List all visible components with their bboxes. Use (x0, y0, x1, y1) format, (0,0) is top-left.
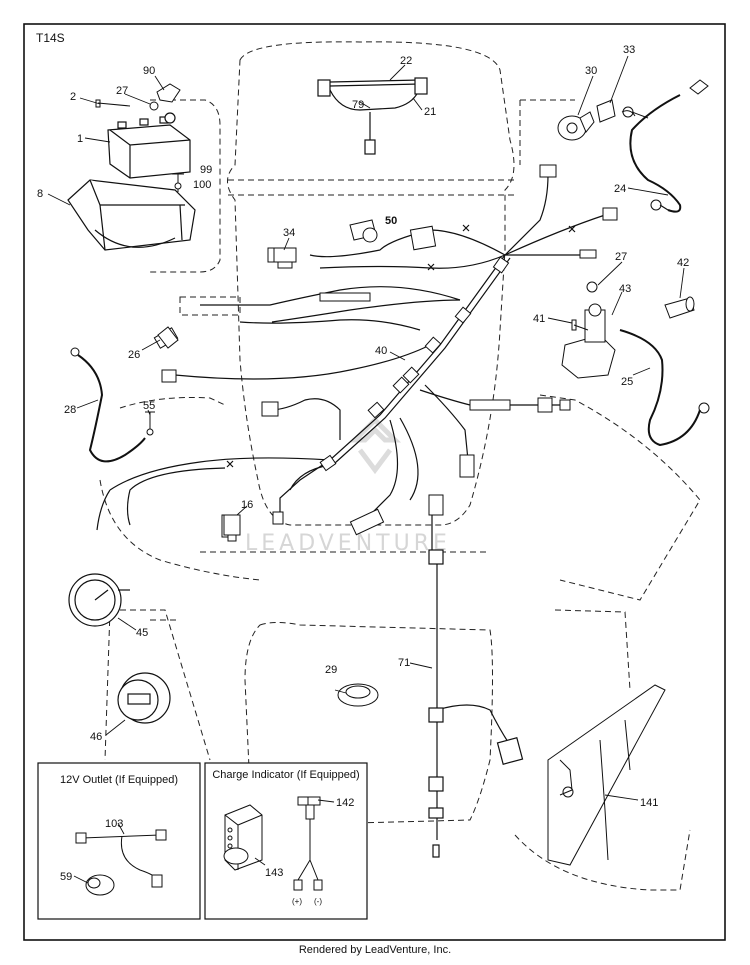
label-29: 29 (325, 664, 337, 676)
label-27a: 27 (116, 85, 128, 97)
label-30: 30 (585, 65, 597, 77)
harness-sleeves (319, 256, 571, 472)
label-50: 50 (385, 215, 397, 227)
battery-tray (67, 179, 196, 251)
footer-credit: Rendered by LeadVenture, Inc. (298, 944, 452, 956)
seat-harness-141 (547, 684, 666, 866)
label-141: 141 (640, 797, 658, 809)
label-28: 28 (64, 404, 76, 416)
ignition-switch (557, 111, 595, 141)
fuse (157, 326, 179, 349)
label-41: 41 (533, 313, 545, 325)
label-90: 90 (143, 65, 155, 77)
battery-cable-24 (621, 79, 709, 213)
charge-title: Charge Indicator (If Equipped) (212, 769, 359, 781)
label-79: 79 (352, 99, 364, 111)
label-42: 42 (677, 257, 689, 269)
label-16: 16 (241, 499, 253, 511)
diagram-frame (23, 23, 726, 941)
diagram-code: T14S (36, 31, 65, 45)
label-34: 34 (283, 227, 295, 239)
starter-solenoid (561, 281, 616, 379)
label-33: 33 (623, 44, 635, 56)
label-45: 45 (136, 627, 148, 639)
label-43: 43 (619, 283, 631, 295)
connector-16 (223, 514, 241, 542)
negative-label: (-) (314, 897, 322, 906)
label-142: 142 (336, 797, 354, 809)
positive-label: (+) (292, 897, 302, 906)
label-103: 103 (105, 818, 123, 830)
label-2: 2 (70, 91, 76, 103)
label-46: 46 (90, 731, 102, 743)
label-99: 99 (200, 164, 212, 176)
outlet-title: 12V Outlet (If Equipped) (60, 774, 178, 786)
ground-cable-28 (70, 347, 146, 463)
label-71: 71 (398, 657, 410, 669)
label-26: 26 (128, 349, 140, 361)
label-27b: 27 (615, 251, 627, 263)
inset-12v-outlet: 12V Outlet (If Equipped) (37, 762, 201, 920)
label-1: 1 (77, 133, 83, 145)
grommet-29 (337, 683, 379, 707)
hour-meter-45 (68, 573, 130, 627)
harness-71 (428, 515, 524, 858)
battery-cable-25 (619, 329, 710, 447)
switch-34 (273, 247, 297, 269)
label-8: 8 (37, 188, 43, 200)
watermark: LEADVENTURE (245, 416, 447, 556)
part-labels: T14S 90 2 27 1 99 100 8 22 79 21 30 33 2… (36, 31, 689, 883)
label-100: 100 (193, 179, 211, 191)
headlight-harness (317, 77, 428, 155)
leader-lines (47, 55, 685, 884)
bolt-55 (145, 411, 155, 436)
label-24: 24 (614, 183, 626, 195)
label-22: 22 (400, 55, 412, 67)
battery (107, 112, 191, 179)
hour-meter-46 (117, 672, 171, 724)
label-143: 143 (265, 867, 283, 879)
inset-charge-indicator: Charge Indicator (If Equipped) (+) (-) (204, 762, 368, 920)
tie-marks (226, 224, 576, 468)
label-40: 40 (375, 345, 387, 357)
label-21: 21 (424, 106, 436, 118)
label-59: 59 (60, 871, 72, 883)
label-55: 55 (143, 400, 155, 412)
terminal-boot (664, 296, 695, 319)
relay-module (596, 99, 616, 123)
label-25: 25 (621, 376, 633, 388)
